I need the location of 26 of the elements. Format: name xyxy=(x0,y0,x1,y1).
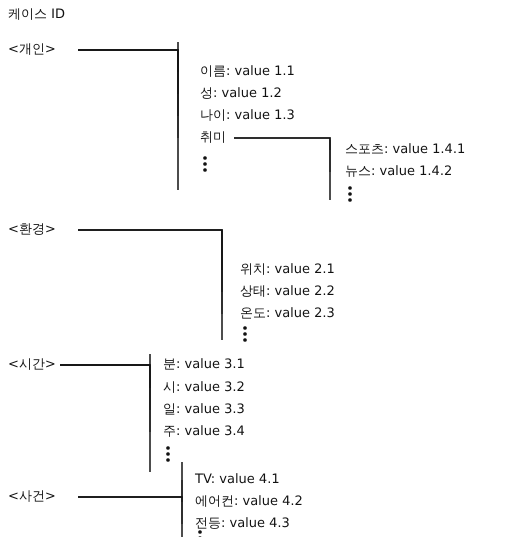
item-label: 이름: value 1.1 xyxy=(178,63,295,81)
item-label: 분: value 3.1 xyxy=(150,356,245,374)
item-label: 성: value 1.2 xyxy=(178,85,282,103)
bracket-connector xyxy=(234,137,331,173)
bracket-connector xyxy=(78,496,183,525)
item-label: 스포츠: value 1.4.1 xyxy=(330,141,466,159)
category-label: <시간> xyxy=(8,356,56,374)
diagram-title: 케이스 ID xyxy=(8,6,65,24)
bracket-connector xyxy=(78,229,223,315)
item-label: 위치: value 2.1 xyxy=(222,261,335,279)
item-label: 일: value 3.3 xyxy=(150,401,245,419)
item-label: 온도: value 2.3 xyxy=(222,305,335,323)
item-label: 취미 xyxy=(178,129,226,147)
item-label: 상태: value 2.2 xyxy=(222,283,335,301)
category-label: <개인> xyxy=(8,41,56,59)
item-label: TV: value 4.1 xyxy=(182,471,280,489)
item-label: 에어컨: value 4.2 xyxy=(182,493,303,511)
item-label: 주: value 3.4 xyxy=(150,423,245,441)
category-label: <사건> xyxy=(8,488,56,506)
category-label: <환경> xyxy=(8,221,56,239)
item-label: 뉴스: value 1.4.2 xyxy=(330,163,452,181)
item-label: 전등: value 4.3 xyxy=(182,515,290,533)
bracket-connector xyxy=(78,49,179,139)
bracket-connector xyxy=(60,364,151,433)
item-label: 나이: value 1.3 xyxy=(178,107,295,125)
item-label: 시: value 3.2 xyxy=(150,379,245,397)
